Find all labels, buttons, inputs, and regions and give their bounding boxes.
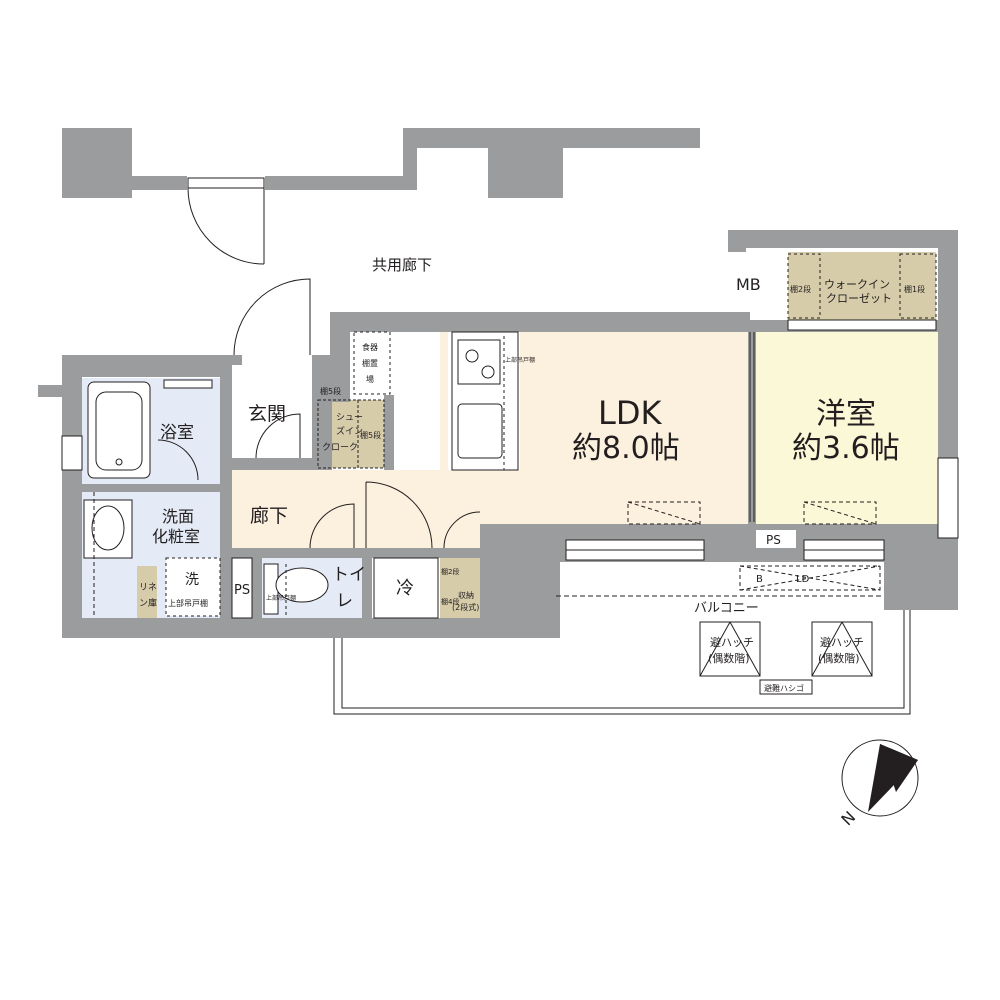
floors [82, 252, 938, 618]
label-toilet-shelf: 上部吊戸棚 [266, 594, 296, 602]
label-food-storage-3: 場 [366, 374, 374, 384]
label-ldk-2: 約8.0帖 [572, 431, 680, 466]
label-linen-1: リネ [139, 582, 157, 593]
label-north: N [837, 807, 859, 829]
label-western-2: 約3.6帖 [792, 431, 900, 466]
label-washer-cabinet: 上部吊戸棚 [168, 598, 208, 608]
corridor-walls [62, 128, 700, 198]
label-walk-in-1: ウォークイン [824, 278, 890, 291]
label-shelf-small-2: 棚4段 [441, 597, 459, 606]
windows [61, 319, 959, 561]
washer-space [165, 557, 221, 617]
label-western-1: 洋室 [816, 397, 876, 432]
label-shelf-5-left: 棚5段 [320, 386, 341, 396]
label-toilet-2: レ [336, 591, 353, 611]
label-b-mark: B [756, 574, 763, 585]
label-shoes-2: ズイン [336, 425, 363, 437]
label-washroom-1: 洗面 [162, 507, 194, 526]
kitchen-counter [451, 331, 519, 471]
label-shoes-3: クローク [322, 442, 358, 453]
label-ps-1: PS [234, 583, 250, 598]
label-walk-in-2: クローゼット [826, 292, 892, 305]
label-ladder: 避難ハシゴ [764, 683, 804, 693]
label-hatch-1b: (偶数階) [708, 651, 750, 665]
label-washroom-2: 化粧室 [152, 527, 200, 546]
label-ld-mark: LD [796, 574, 810, 585]
label-hallway: 廊下 [250, 505, 288, 527]
label-ldk-1: LDK [598, 394, 662, 432]
fridge-space [373, 557, 439, 619]
label-linen-2: ン庫 [139, 597, 157, 609]
label-food-storage-2: 棚置 [362, 358, 378, 368]
north-arrow [841, 739, 919, 817]
label-genkan: 玄関 [248, 403, 286, 425]
label-hatch-2b: (偶数階) [818, 651, 860, 665]
balcony [333, 565, 911, 715]
corridor-door [187, 177, 265, 265]
label-washer: 洗 [185, 572, 199, 588]
label-food-storage-1: 食器 [362, 342, 378, 352]
label-kitchen-cabinet: 上部吊戸棚 [505, 356, 535, 364]
label-bathroom: 浴室 [160, 423, 194, 443]
label-shelf-1: 棚1段 [904, 284, 925, 294]
label-common-corridor: 共用廊下 [372, 256, 432, 274]
label-ps-2: PS [766, 533, 781, 547]
label-shoes-1: シュー [336, 413, 363, 423]
toilet-fixture [263, 563, 329, 616]
label-balcony: バルコニー [694, 601, 759, 616]
label-shelf-5-right: 棚5段 [360, 430, 381, 440]
wash-basin [83, 492, 133, 616]
label-hatch-1a: 避ハッチ [710, 635, 754, 649]
label-mb: MB [736, 275, 761, 294]
hallway-floor [232, 470, 482, 550]
western-floor [756, 330, 938, 524]
label-toilet-1: トイ [332, 565, 366, 585]
bathtub [87, 379, 213, 479]
label-storage-1: 収納 [458, 590, 474, 600]
label-shelf-2: 棚2段 [790, 284, 811, 294]
label-storage-2: (2段式) [452, 602, 479, 612]
label-fridge: 冷 [396, 578, 414, 599]
label-shelf-small-1: 棚2段 [441, 567, 459, 576]
genkan-floor [232, 360, 312, 470]
label-hatch-2a: 避ハッチ [820, 635, 864, 649]
